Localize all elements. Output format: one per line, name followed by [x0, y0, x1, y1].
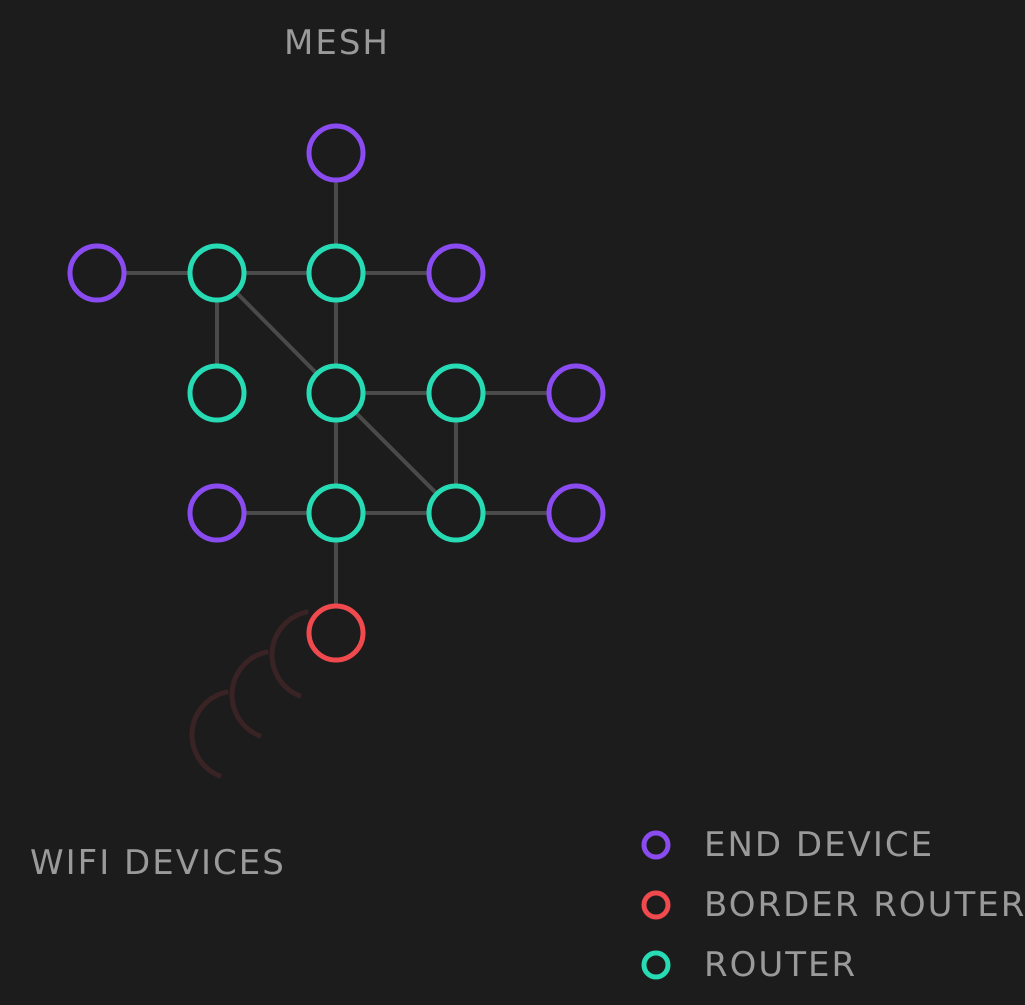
- wifi-arc-2: [229, 649, 269, 739]
- end-device-swatch-icon: [641, 830, 671, 860]
- node-end-device: [306, 123, 366, 183]
- nodes-layer: [67, 123, 606, 663]
- wifi-arc-3: [189, 689, 229, 779]
- legend-label: BORDER ROUTER: [704, 885, 1025, 925]
- node-end-device: [546, 363, 606, 423]
- node-router: [306, 363, 366, 423]
- node-router: [187, 363, 247, 423]
- border-router-swatch-icon: [641, 890, 671, 920]
- legend-label: ROUTER: [704, 945, 858, 985]
- node-router: [426, 363, 486, 423]
- mesh-title: MESH: [284, 23, 390, 63]
- node-router: [306, 483, 366, 543]
- node-end-device: [426, 243, 486, 303]
- legend-item-router: ROUTER: [640, 945, 857, 985]
- node-router: [187, 243, 247, 303]
- node-end-device: [67, 243, 127, 303]
- wifi-signal-icon: [189, 609, 309, 779]
- node-border-router: [306, 603, 366, 663]
- router-swatch-icon: [641, 950, 671, 980]
- legend-item-end-device: END DEVICE: [640, 825, 934, 865]
- node-router: [306, 243, 366, 303]
- node-end-device: [546, 483, 606, 543]
- wifi-devices-title: WIFI DEVICES: [30, 843, 286, 883]
- node-end-device: [187, 483, 247, 543]
- legend-label: END DEVICE: [704, 825, 935, 865]
- node-router: [426, 483, 486, 543]
- legend-item-border-router: BORDER ROUTER: [640, 885, 1025, 925]
- wifi-arc-1: [269, 609, 309, 699]
